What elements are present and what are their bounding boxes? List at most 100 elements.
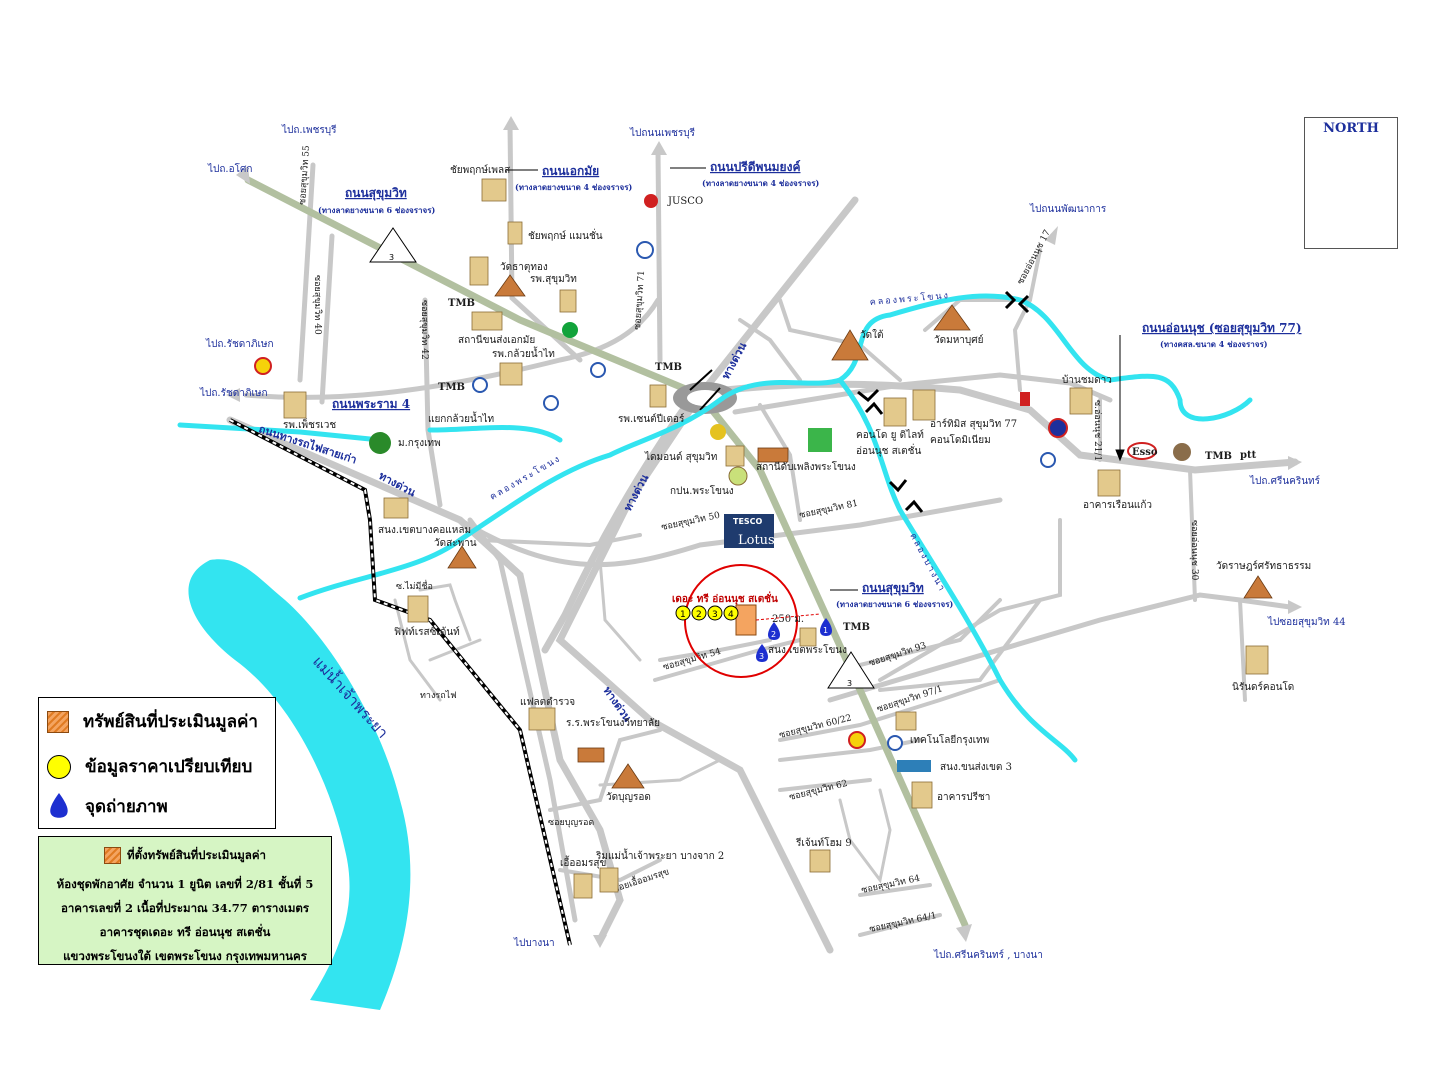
place-phrakhanong-fire: สถานีดับเพลิงพระโขนง bbox=[756, 460, 856, 473]
north-arrow-box: NORTH bbox=[1304, 117, 1398, 249]
svg-text:3: 3 bbox=[847, 679, 852, 688]
dir-pattanakarn: ไปถนนพัฒนาการ bbox=[1029, 203, 1107, 215]
bridge-marks bbox=[857, 290, 1030, 513]
place-wat-rat: วัดราษฎร์ศรัทธาธรรม bbox=[1216, 560, 1311, 572]
road-title-ekkamai: ถนนเอกมัย bbox=[542, 164, 599, 178]
place-phethavej-hosp: รพ.เพ็ชรเวช bbox=[283, 417, 336, 431]
soi-42: ซอยสุขุมวิท 42 bbox=[419, 300, 430, 360]
place-chaiyapruek-mansion: ชัยพฤกษ์ แมนชั่น bbox=[528, 228, 603, 242]
soi-railroad: ทางรถไฟ bbox=[420, 690, 457, 701]
info-line-2: อาคารเลขที่ 2 เนื้อที่ประมาณ 34.77 ตาราง… bbox=[60, 900, 310, 915]
subject-property: เดอะ ทรี อ่อนนุช สเตชั่น 250 ม. bbox=[672, 564, 821, 678]
direction-arrows bbox=[226, 116, 1302, 948]
road-sub-onnut: (ทางคสล.ขนาด 4 ช่องจราจร) bbox=[1160, 339, 1268, 349]
road-network bbox=[226, 121, 1299, 954]
place-prisa-bldg: อาคารปรีชา bbox=[937, 791, 990, 803]
sukhumvit-road-line bbox=[244, 176, 969, 929]
place-regent-home: รีเจ้นท์โฮม 9 bbox=[795, 836, 851, 849]
hatched-square-icon bbox=[47, 710, 69, 733]
svg-text:3: 3 bbox=[759, 652, 764, 661]
temple-icons bbox=[447, 274, 1273, 789]
place-rim-maenam: ริมแม่น้ำเจ้าพระยา บางจาก 2 bbox=[595, 848, 724, 862]
place-bangkok-hosp-st: รพ.เซนต์ปีเตอร์ bbox=[618, 413, 685, 425]
place-wat-saphan: วัดสะพาน bbox=[434, 538, 477, 549]
legend-item-property: ทรัพย์สินที่ประเมินมูลค่า bbox=[47, 708, 258, 735]
road-sub-sukhumvit-se: (ทางลาดยางขนาด 6 ช่องจราจร) bbox=[836, 599, 953, 609]
soi-onnut21: ซ.อ่อนนุช 21/1 bbox=[1092, 400, 1102, 461]
dir-srinakarin-s: ไปถ.ศรีนครินทร์ , บางนา bbox=[933, 949, 1043, 961]
logo-esso: Esso bbox=[1132, 447, 1158, 458]
comparable-markers: 1 2 3 4 bbox=[675, 605, 739, 621]
legend-label-property: ทรัพย์สินที่ประเมินมูลค่า bbox=[83, 712, 258, 732]
soi-boonrod: ซอยบุญรอด bbox=[548, 818, 594, 828]
logo-jusco: JUSCO bbox=[667, 196, 703, 207]
place-artemis-1: อาร์ทิมิส สุขุมวิท 77 bbox=[930, 418, 1017, 430]
place-transport-3: สนง.ขนส่งเขต 3 bbox=[940, 762, 1012, 773]
svg-text:1: 1 bbox=[680, 610, 686, 620]
place-ekkamai-bus: สถานีขนส่งเอกมัย bbox=[458, 334, 535, 346]
road-title-rama4: ถนนพระราม 4 bbox=[332, 397, 410, 411]
dir-srinakarin-e: ไปถ.ศรีนครินทร์ bbox=[1249, 475, 1321, 487]
place-wat-thatthong: วัดธาตุทอง bbox=[500, 262, 548, 273]
svg-text:2: 2 bbox=[771, 630, 776, 639]
logo-ptt: ptt bbox=[1240, 450, 1257, 461]
legend-item-comparable: ข้อมูลราคาเปรียบเทียบ bbox=[47, 753, 252, 780]
svg-text:3: 3 bbox=[389, 253, 394, 262]
legend-label-photo: จุดถ่ายภาพ bbox=[85, 796, 168, 817]
place-renee-condo: นิรันดร์คอนโด bbox=[1232, 680, 1294, 693]
soi-81: ซอยสุขุมวิท 81 bbox=[798, 498, 859, 521]
place-prakhanong-school: ร.ร.พระโขนงวิทยาลัย bbox=[566, 716, 660, 729]
canal-network bbox=[177, 293, 1253, 763]
place-kluaynamthai-hosp: รพ.กล้วยน้ำไท bbox=[492, 346, 555, 360]
place-wat-boonrod: วัดบุญรอด bbox=[606, 792, 651, 803]
blue-drop-icon bbox=[50, 793, 68, 818]
soi-mainmaisue: ซ.ไม่มีชื่อ bbox=[396, 579, 433, 592]
dir-petchaburi-n: ไปถนนเพชรบุรี bbox=[629, 127, 696, 139]
hatched-square-icon bbox=[103, 846, 121, 864]
place-condo-ucity2: อ่อนนุช สเตชั่น bbox=[856, 443, 921, 457]
dir-asoke: ไปถ.อโศก bbox=[207, 162, 252, 175]
subject-distance: 250 ม. bbox=[772, 614, 804, 625]
soi-40: ซอยสุขุมวิท 40 bbox=[312, 275, 323, 335]
legend-label-comparable: ข้อมูลราคาเปรียบเทียบ bbox=[85, 757, 253, 777]
bank-logo-icons bbox=[254, 194, 1191, 772]
road-sub-ekkamai: (ทางลาดยางขนาด 4 ช่องจราจร) bbox=[515, 182, 632, 192]
place-ruean-kaew: อาคารเรือนแก้ว bbox=[1083, 499, 1152, 511]
place-bangklo-office: สนง.เขตบางคอแหลม bbox=[378, 525, 471, 536]
dir-ratchadapisek-1: ไปถ.รัชดาภิเษก bbox=[205, 338, 274, 350]
place-wat-tai: วัดใต้ bbox=[860, 329, 884, 341]
road-sub-pridi: (ทางลาดยางขนาด 4 ช่องจราจร) bbox=[702, 178, 819, 188]
place-fifth-residence: ฟิฟท์เรสซิเด้นท์ bbox=[394, 626, 460, 638]
place-diamond-sukhumvit: ไดมอนด์ สุขุมวิท bbox=[644, 451, 717, 463]
north-label: NORTH bbox=[1323, 121, 1379, 136]
logo-tmb-5: TMB bbox=[843, 622, 870, 633]
place-wat-mahabut: วัดมหาบุศย์ bbox=[934, 334, 983, 346]
dir-ratchadapisek-2: ไปถ.รัชดาภิเษก bbox=[199, 387, 268, 399]
road-sub-sukhumvit-nw: (ทางลาดยางขนาด 6 ช่องจราจร) bbox=[318, 205, 435, 215]
svg-text:TESCO: TESCO bbox=[733, 517, 763, 526]
road-title-pointers bbox=[505, 167, 1125, 591]
svg-text:3: 3 bbox=[712, 610, 718, 620]
legend-item-photo: จุดถ่ายภาพ bbox=[47, 792, 168, 820]
dir-sukhumvit44: ไปซอยสุขุมวิท 44 bbox=[1267, 616, 1346, 628]
canal-label-phrakhanong-1: คลองพระโขนง bbox=[869, 290, 950, 308]
place-sukhumvit-hosp: รพ.สุขุมวิท bbox=[530, 274, 577, 285]
svg-text:2: 2 bbox=[696, 610, 702, 620]
place-baan-chomdao: บ้านชมดาว bbox=[1062, 374, 1112, 386]
soi-50: ซอยสุขุมวิท 50 bbox=[660, 510, 721, 533]
chao-phraya-river bbox=[188, 559, 411, 1010]
svg-text:4: 4 bbox=[728, 610, 734, 620]
route-3-sign-nw: 3 bbox=[369, 227, 417, 263]
road-title-sukhumvit-nw: ถนนสุขุมวิท bbox=[345, 186, 407, 201]
road-title-onnut: ถนนอ่อนนุช (ซอยสุขุมวิท 77) bbox=[1142, 321, 1302, 336]
info-title: ที่ตั้งทรัพย์สินที่ประเมินมูลค่า bbox=[126, 848, 266, 862]
place-chaiyapruek-place: ชัยพฤกษ์เพลส bbox=[450, 164, 510, 176]
route-3-sign-se: 3 bbox=[827, 651, 875, 689]
tesco-lotus-logo: TESCO Lotus bbox=[724, 514, 775, 548]
info-line-3: อาคารชุดเดอะ ทรี อ่อนนุช สเตชั่น bbox=[99, 924, 271, 939]
place-techno-bkk: เทคโนโลยีกรุงเทพ bbox=[910, 733, 989, 746]
svg-text:Lotus: Lotus bbox=[738, 533, 775, 548]
soi-71: ซอยสุขุมวิท 71 bbox=[632, 270, 647, 330]
building-icons bbox=[283, 178, 1269, 899]
info-line-1: ห้องชุดพักอาศัย จำนวน 1 ยูนิต เลขที่ 2/8… bbox=[56, 876, 314, 891]
